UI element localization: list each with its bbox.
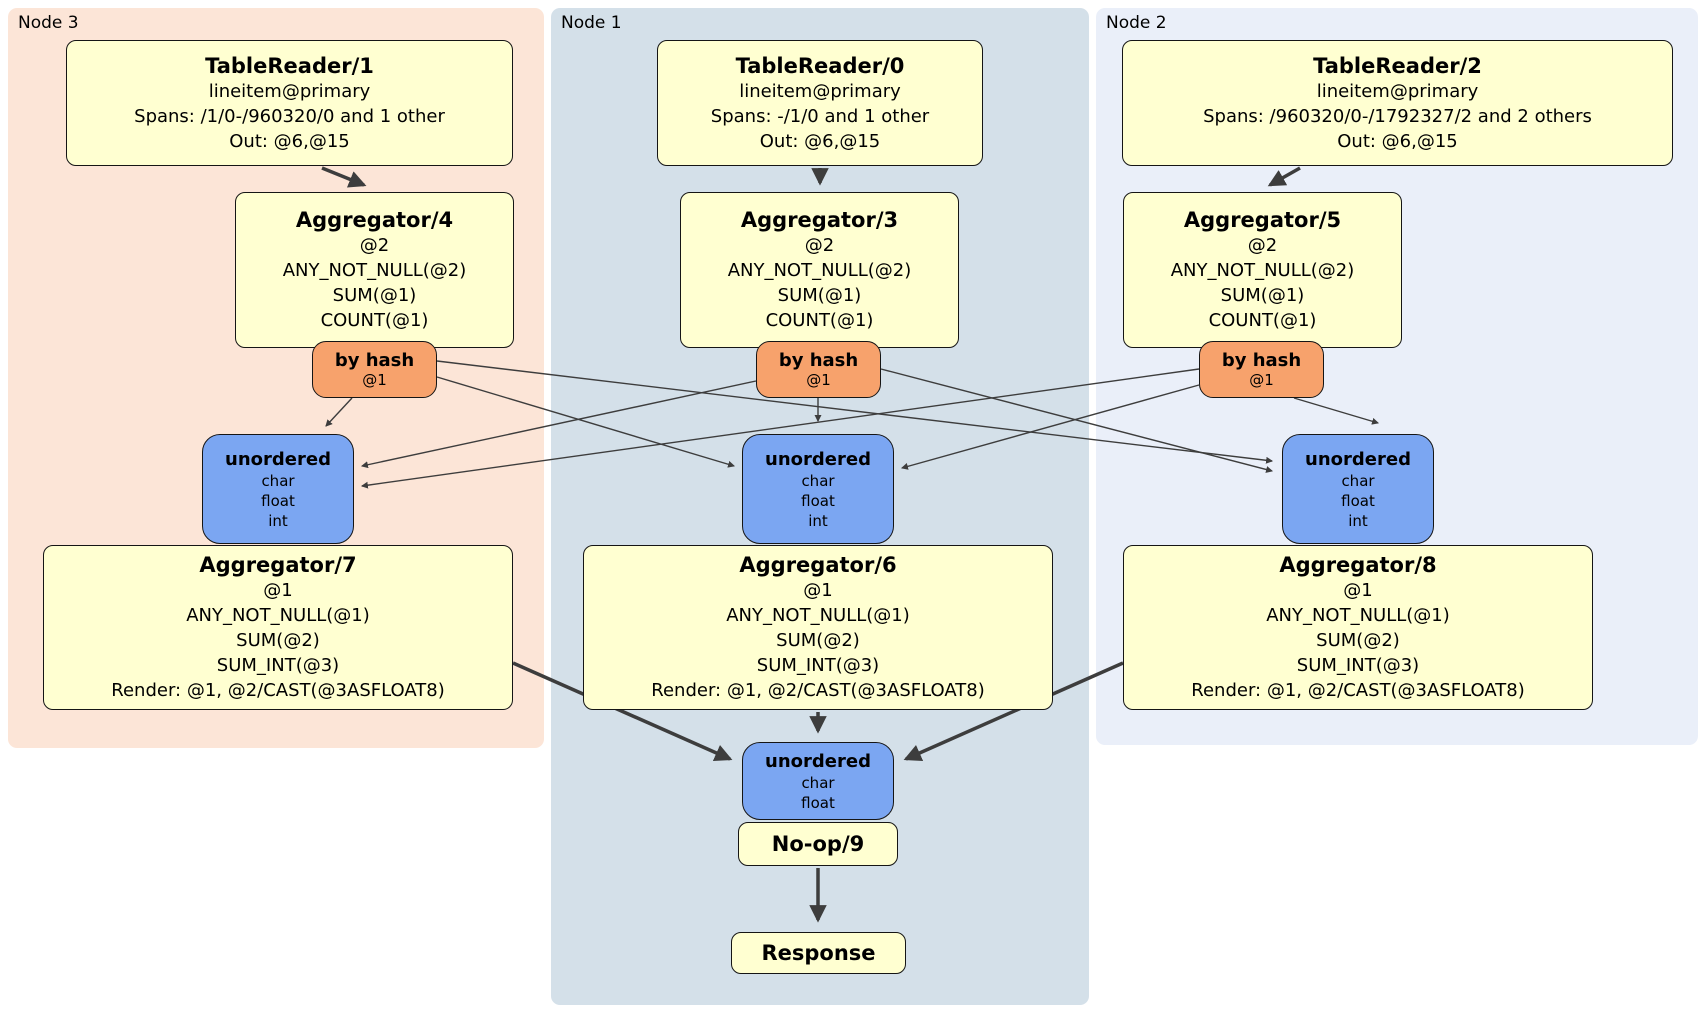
node2-aggregator-bottom: Aggregator/8 @1 ANY_NOT_NULL(@1) SUM(@2)…: [1123, 545, 1593, 710]
sync-column: char: [1341, 471, 1375, 490]
sync-column: int: [808, 511, 828, 530]
sync-title: unordered: [1305, 448, 1411, 470]
router-detail: @1: [362, 371, 387, 389]
node3-hash-router: by hash @1: [312, 341, 437, 398]
processor-title: Aggregator/3: [740, 208, 899, 232]
sync-column: int: [268, 511, 288, 530]
processor-detail: Spans: -/1/0 and 1 other: [710, 105, 930, 127]
router-detail: @1: [806, 371, 831, 389]
processor-title: TableReader/0: [735, 53, 905, 78]
sync-column: float: [801, 491, 835, 510]
node3-tablereader: TableReader/1 lineitem@primary Spans: /1…: [66, 40, 513, 166]
node3-aggregator-top: Aggregator/4 @2 ANY_NOT_NULL(@2) SUM(@1)…: [235, 192, 514, 348]
processor-detail: SUM(@2): [236, 630, 320, 651]
processor-detail: SUM(@2): [776, 630, 860, 651]
processor-detail: ANY_NOT_NULL(@1): [726, 605, 910, 626]
processor-detail: SUM(@2): [1316, 630, 1400, 651]
processor-detail: @1: [803, 580, 833, 601]
node1-tablereader: TableReader/0 lineitem@primary Spans: -/…: [657, 40, 983, 166]
node2-hash-router: by hash @1: [1199, 341, 1324, 398]
processor-detail: SUM(@1): [332, 285, 417, 306]
node1-aggregator-top: Aggregator/3 @2 ANY_NOT_NULL(@2) SUM(@1)…: [680, 192, 959, 348]
processor-detail: SUM_INT(@3): [756, 655, 880, 676]
processor-detail: COUNT(@1): [765, 310, 874, 331]
processor-detail: @2: [359, 235, 390, 256]
node1-label: Node 1: [561, 13, 622, 33]
processor-detail: Out: @6,@15: [229, 130, 350, 152]
processor-detail: SUM_INT(@3): [216, 655, 340, 676]
node3-label: Node 3: [18, 13, 79, 33]
processor-detail: Out: @6,@15: [1337, 130, 1458, 152]
router-title: by hash: [1221, 350, 1302, 371]
processor-detail: SUM(@1): [777, 285, 862, 306]
sync-column: int: [1348, 511, 1368, 530]
processor-detail: Render: @1, @2/CAST(@3ASFLOAT8): [111, 680, 445, 701]
processor-detail: Render: @1, @2/CAST(@3ASFLOAT8): [651, 680, 985, 701]
processor-title: No-op/9: [771, 832, 865, 856]
processor-detail: SUM_INT(@3): [1296, 655, 1420, 676]
router-title: by hash: [778, 350, 859, 371]
processor-detail: @2: [1247, 235, 1278, 256]
node2-aggregator-top: Aggregator/5 @2 ANY_NOT_NULL(@2) SUM(@1)…: [1123, 192, 1402, 348]
processor-detail: Render: @1, @2/CAST(@3ASFLOAT8): [1191, 680, 1525, 701]
node2-unordered-sync: unordered char float int: [1282, 434, 1434, 544]
sync-column: char: [801, 773, 835, 792]
final-unordered-sync: unordered char float: [742, 742, 894, 820]
processor-title: TableReader/1: [205, 53, 374, 78]
processor-detail: ANY_NOT_NULL(@2): [727, 260, 912, 281]
sync-column: float: [801, 793, 835, 812]
node1-hash-router: by hash @1: [756, 341, 881, 398]
processor-detail: COUNT(@1): [320, 310, 429, 331]
node1-aggregator-bottom: Aggregator/6 @1 ANY_NOT_NULL(@1) SUM(@2)…: [583, 545, 1053, 710]
processor-detail: lineitem@primary: [208, 80, 371, 102]
node3-aggregator-bottom: Aggregator/7 @1 ANY_NOT_NULL(@1) SUM(@2)…: [43, 545, 513, 710]
node2-tablereader: TableReader/2 lineitem@primary Spans: /9…: [1122, 40, 1673, 166]
processor-detail: SUM(@1): [1220, 285, 1305, 306]
processor-detail: Spans: /1/0-/960320/0 and 1 other: [134, 105, 445, 127]
sync-column: char: [801, 471, 835, 490]
processor-detail: ANY_NOT_NULL(@2): [1170, 260, 1355, 281]
node3-unordered-sync: unordered char float int: [202, 434, 354, 544]
sync-title: unordered: [765, 750, 871, 772]
processor-detail: @1: [1343, 580, 1373, 601]
sync-column: char: [261, 471, 295, 490]
processor-detail: Out: @6,@15: [759, 130, 881, 152]
processor-detail: COUNT(@1): [1208, 310, 1317, 331]
processor-detail: ANY_NOT_NULL(@1): [186, 605, 370, 626]
node1-unordered-sync: unordered char float int: [742, 434, 894, 544]
router-title: by hash: [334, 350, 415, 371]
processor-title: Aggregator/8: [1279, 553, 1437, 577]
processor-title: Aggregator/6: [739, 553, 897, 577]
processor-detail: Spans: /960320/0-/1792327/2 and 2 others: [1203, 105, 1592, 127]
processor-detail: lineitem@primary: [739, 80, 901, 102]
processor-title: TableReader/2: [1313, 53, 1482, 78]
node2-label: Node 2: [1106, 13, 1167, 33]
processor-title: Response: [761, 941, 876, 965]
response-node: Response: [731, 932, 906, 974]
processor-title: Aggregator/7: [199, 553, 357, 577]
sync-column: float: [1341, 491, 1375, 510]
processor-title: Aggregator/4: [295, 208, 454, 232]
sync-title: unordered: [225, 448, 331, 470]
router-detail: @1: [1249, 371, 1274, 389]
noop-processor: No-op/9: [738, 822, 898, 866]
processor-detail: ANY_NOT_NULL(@2): [282, 260, 467, 281]
processor-detail: lineitem@primary: [1316, 80, 1479, 102]
processor-title: Aggregator/5: [1183, 208, 1342, 232]
sync-column: float: [261, 491, 295, 510]
sync-title: unordered: [765, 448, 871, 470]
processor-detail: @1: [263, 580, 293, 601]
processor-detail: ANY_NOT_NULL(@1): [1266, 605, 1450, 626]
processor-detail: @2: [804, 235, 835, 256]
